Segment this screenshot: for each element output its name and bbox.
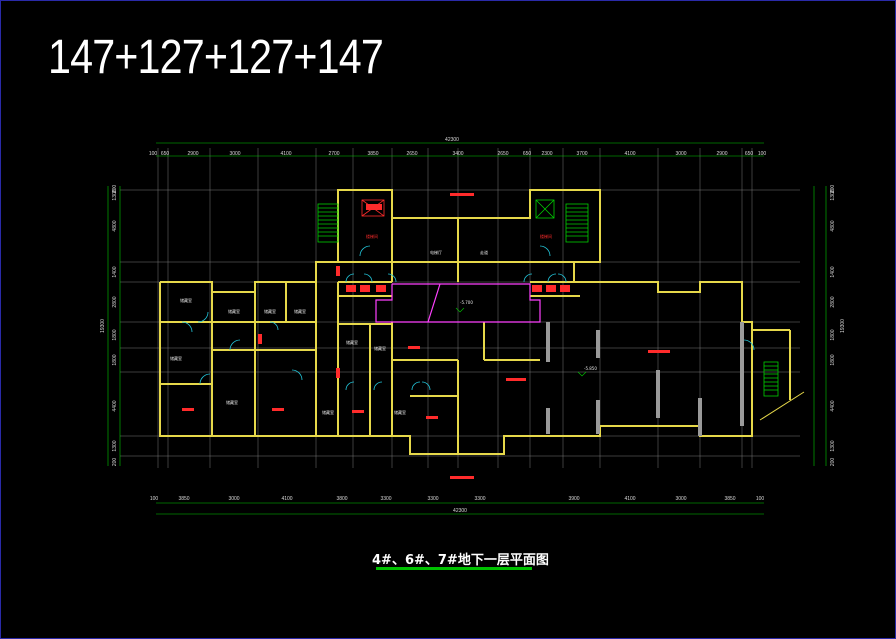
room-label-red: 楼梯间	[366, 233, 378, 239]
svg-text:1800: 1800	[112, 354, 118, 365]
svg-text:200: 200	[830, 185, 836, 194]
level-label: -5.700	[460, 300, 473, 305]
room-label: 储藏室	[394, 409, 406, 415]
svg-text:1300: 1300	[112, 440, 118, 451]
columns	[546, 322, 744, 436]
doors	[181, 245, 755, 391]
svg-text:2800: 2800	[830, 296, 836, 307]
svg-text:4400: 4400	[112, 400, 118, 411]
svg-text:100: 100	[150, 496, 159, 502]
room-label: 储藏室	[264, 308, 276, 314]
svg-text:3000: 3000	[675, 496, 686, 502]
svg-text:1300: 1300	[112, 189, 118, 200]
level-label: -5.850	[584, 366, 597, 371]
svg-text:2700: 2700	[328, 151, 339, 157]
red-annotations	[182, 193, 670, 479]
svg-text:650: 650	[161, 151, 170, 157]
stair-right	[565, 203, 589, 243]
level-marks: -5.700 -5.850	[455, 300, 597, 377]
svg-text:100: 100	[756, 496, 765, 502]
svg-text:200: 200	[112, 185, 118, 194]
room-label: 储藏室	[374, 345, 386, 351]
svg-text:3000: 3000	[229, 151, 240, 157]
room-label: 储藏室	[322, 409, 334, 415]
svg-text:1800: 1800	[830, 329, 836, 340]
svg-text:200: 200	[830, 458, 836, 467]
svg-text:4800: 4800	[112, 220, 118, 231]
stair-exterior	[763, 361, 779, 397]
room-label: 储藏室	[228, 308, 240, 314]
svg-text:4100: 4100	[624, 151, 635, 157]
svg-text:650: 650	[523, 151, 532, 157]
svg-text:3300: 3300	[380, 496, 391, 502]
stair-left	[317, 203, 339, 243]
svg-text:100: 100	[758, 151, 767, 157]
room-label: 储藏室	[226, 399, 238, 405]
room-label: 储藏室	[180, 297, 192, 303]
svg-text:4400: 4400	[830, 400, 836, 411]
svg-text:3300: 3300	[474, 496, 485, 502]
svg-text:3400: 3400	[452, 151, 463, 157]
elevator-right	[535, 199, 555, 219]
caption-underline	[376, 567, 532, 570]
drawing-caption: 4#、6#、7#地下一层平面图	[372, 553, 549, 568]
svg-text:3300: 3300	[427, 496, 438, 502]
svg-text:4100: 4100	[624, 496, 635, 502]
room-label: 储藏室	[346, 339, 358, 345]
room-label: 电梯厅	[430, 249, 442, 255]
svg-text:2300: 2300	[541, 151, 552, 157]
svg-text:2800: 2800	[112, 296, 118, 307]
room-label-red: 楼梯间	[540, 233, 552, 239]
svg-text:19300: 19300	[100, 319, 106, 333]
svg-text:3800: 3800	[336, 496, 347, 502]
room-labels: 储藏室 储藏室 储藏室 储藏室 储藏室 储藏室 储藏室 储藏室 储藏室 储藏室 …	[170, 233, 552, 415]
overall-dimension-top: 42300	[445, 137, 459, 143]
dimension-lines	[107, 142, 827, 515]
svg-text:1300: 1300	[830, 189, 836, 200]
corridor	[375, 283, 541, 323]
svg-text:100: 100	[149, 151, 158, 157]
svg-text:1800: 1800	[830, 354, 836, 365]
dimension-text-left: 200 1300 4800 1400 2800 1800 1800 4400 1…	[100, 185, 118, 467]
svg-text:1400: 1400	[830, 266, 836, 277]
svg-text:2650: 2650	[497, 151, 508, 157]
svg-text:3700: 3700	[576, 151, 587, 157]
svg-text:3850: 3850	[724, 496, 735, 502]
unit-area-title: 147+127+127+147	[48, 31, 384, 84]
svg-text:3850: 3850	[178, 496, 189, 502]
svg-text:19300: 19300	[840, 319, 846, 333]
svg-text:2900: 2900	[716, 151, 727, 157]
svg-text:4100: 4100	[281, 496, 292, 502]
walls	[159, 189, 791, 455]
exterior-ramp	[759, 391, 805, 421]
svg-text:3000: 3000	[228, 496, 239, 502]
svg-text:2650: 2650	[406, 151, 417, 157]
dimension-text-top: 42300 100 650 2900 3000 4100 2700 3850 2…	[149, 137, 767, 157]
svg-text:1300: 1300	[830, 440, 836, 451]
svg-text:3900: 3900	[568, 496, 579, 502]
room-label: 储藏室	[170, 355, 182, 361]
svg-text:3000: 3000	[675, 151, 686, 157]
room-label: 走道	[480, 249, 488, 255]
svg-text:200: 200	[112, 458, 118, 467]
svg-text:2900: 2900	[187, 151, 198, 157]
svg-text:650: 650	[745, 151, 754, 157]
svg-text:1400: 1400	[112, 266, 118, 277]
room-label: 储藏室	[294, 308, 306, 314]
svg-text:4800: 4800	[830, 220, 836, 231]
svg-text:1800: 1800	[112, 329, 118, 340]
svg-text:4100: 4100	[280, 151, 291, 157]
dimension-text-right: 200 1300 4800 1400 2800 1800 1800 4400 1…	[830, 185, 846, 467]
overall-dimension-bottom: 42300	[453, 508, 467, 514]
svg-text:3850: 3850	[367, 151, 378, 157]
dimension-text-bottom: 100 3850 3000 4100 3800 3300 3300 3300 3…	[150, 496, 765, 514]
